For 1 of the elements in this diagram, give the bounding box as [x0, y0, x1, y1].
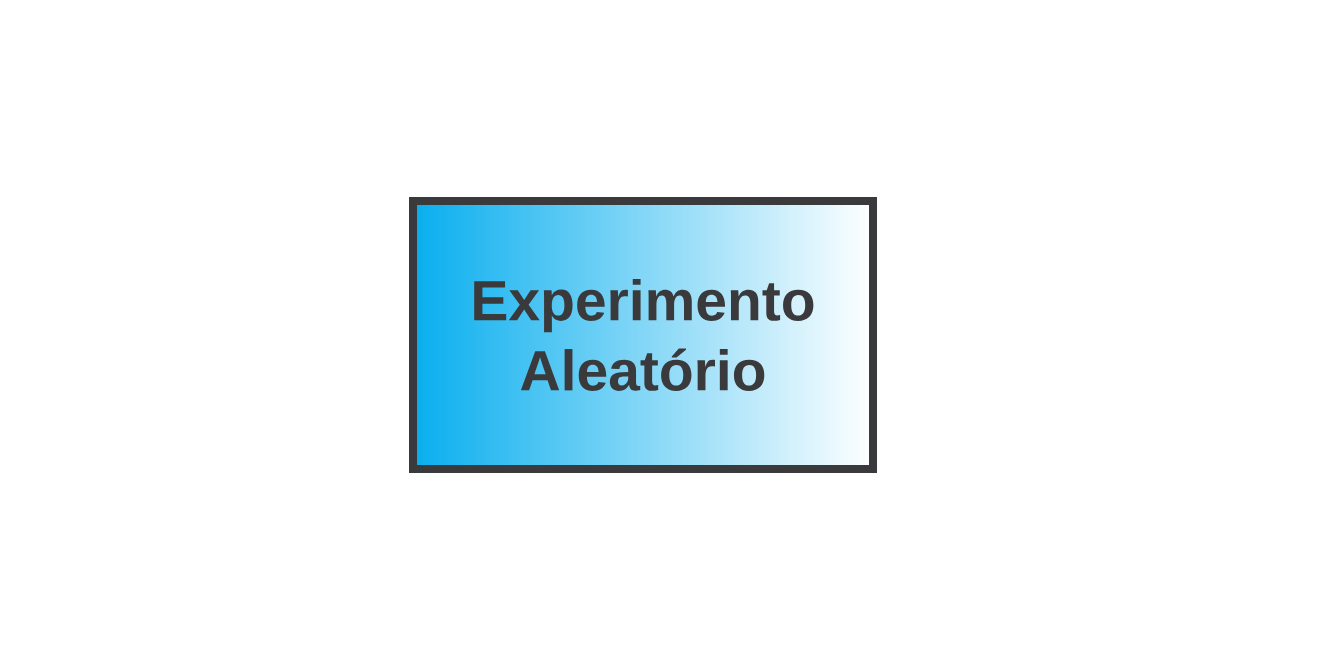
process-box: Experimento Aleatório [409, 197, 877, 473]
